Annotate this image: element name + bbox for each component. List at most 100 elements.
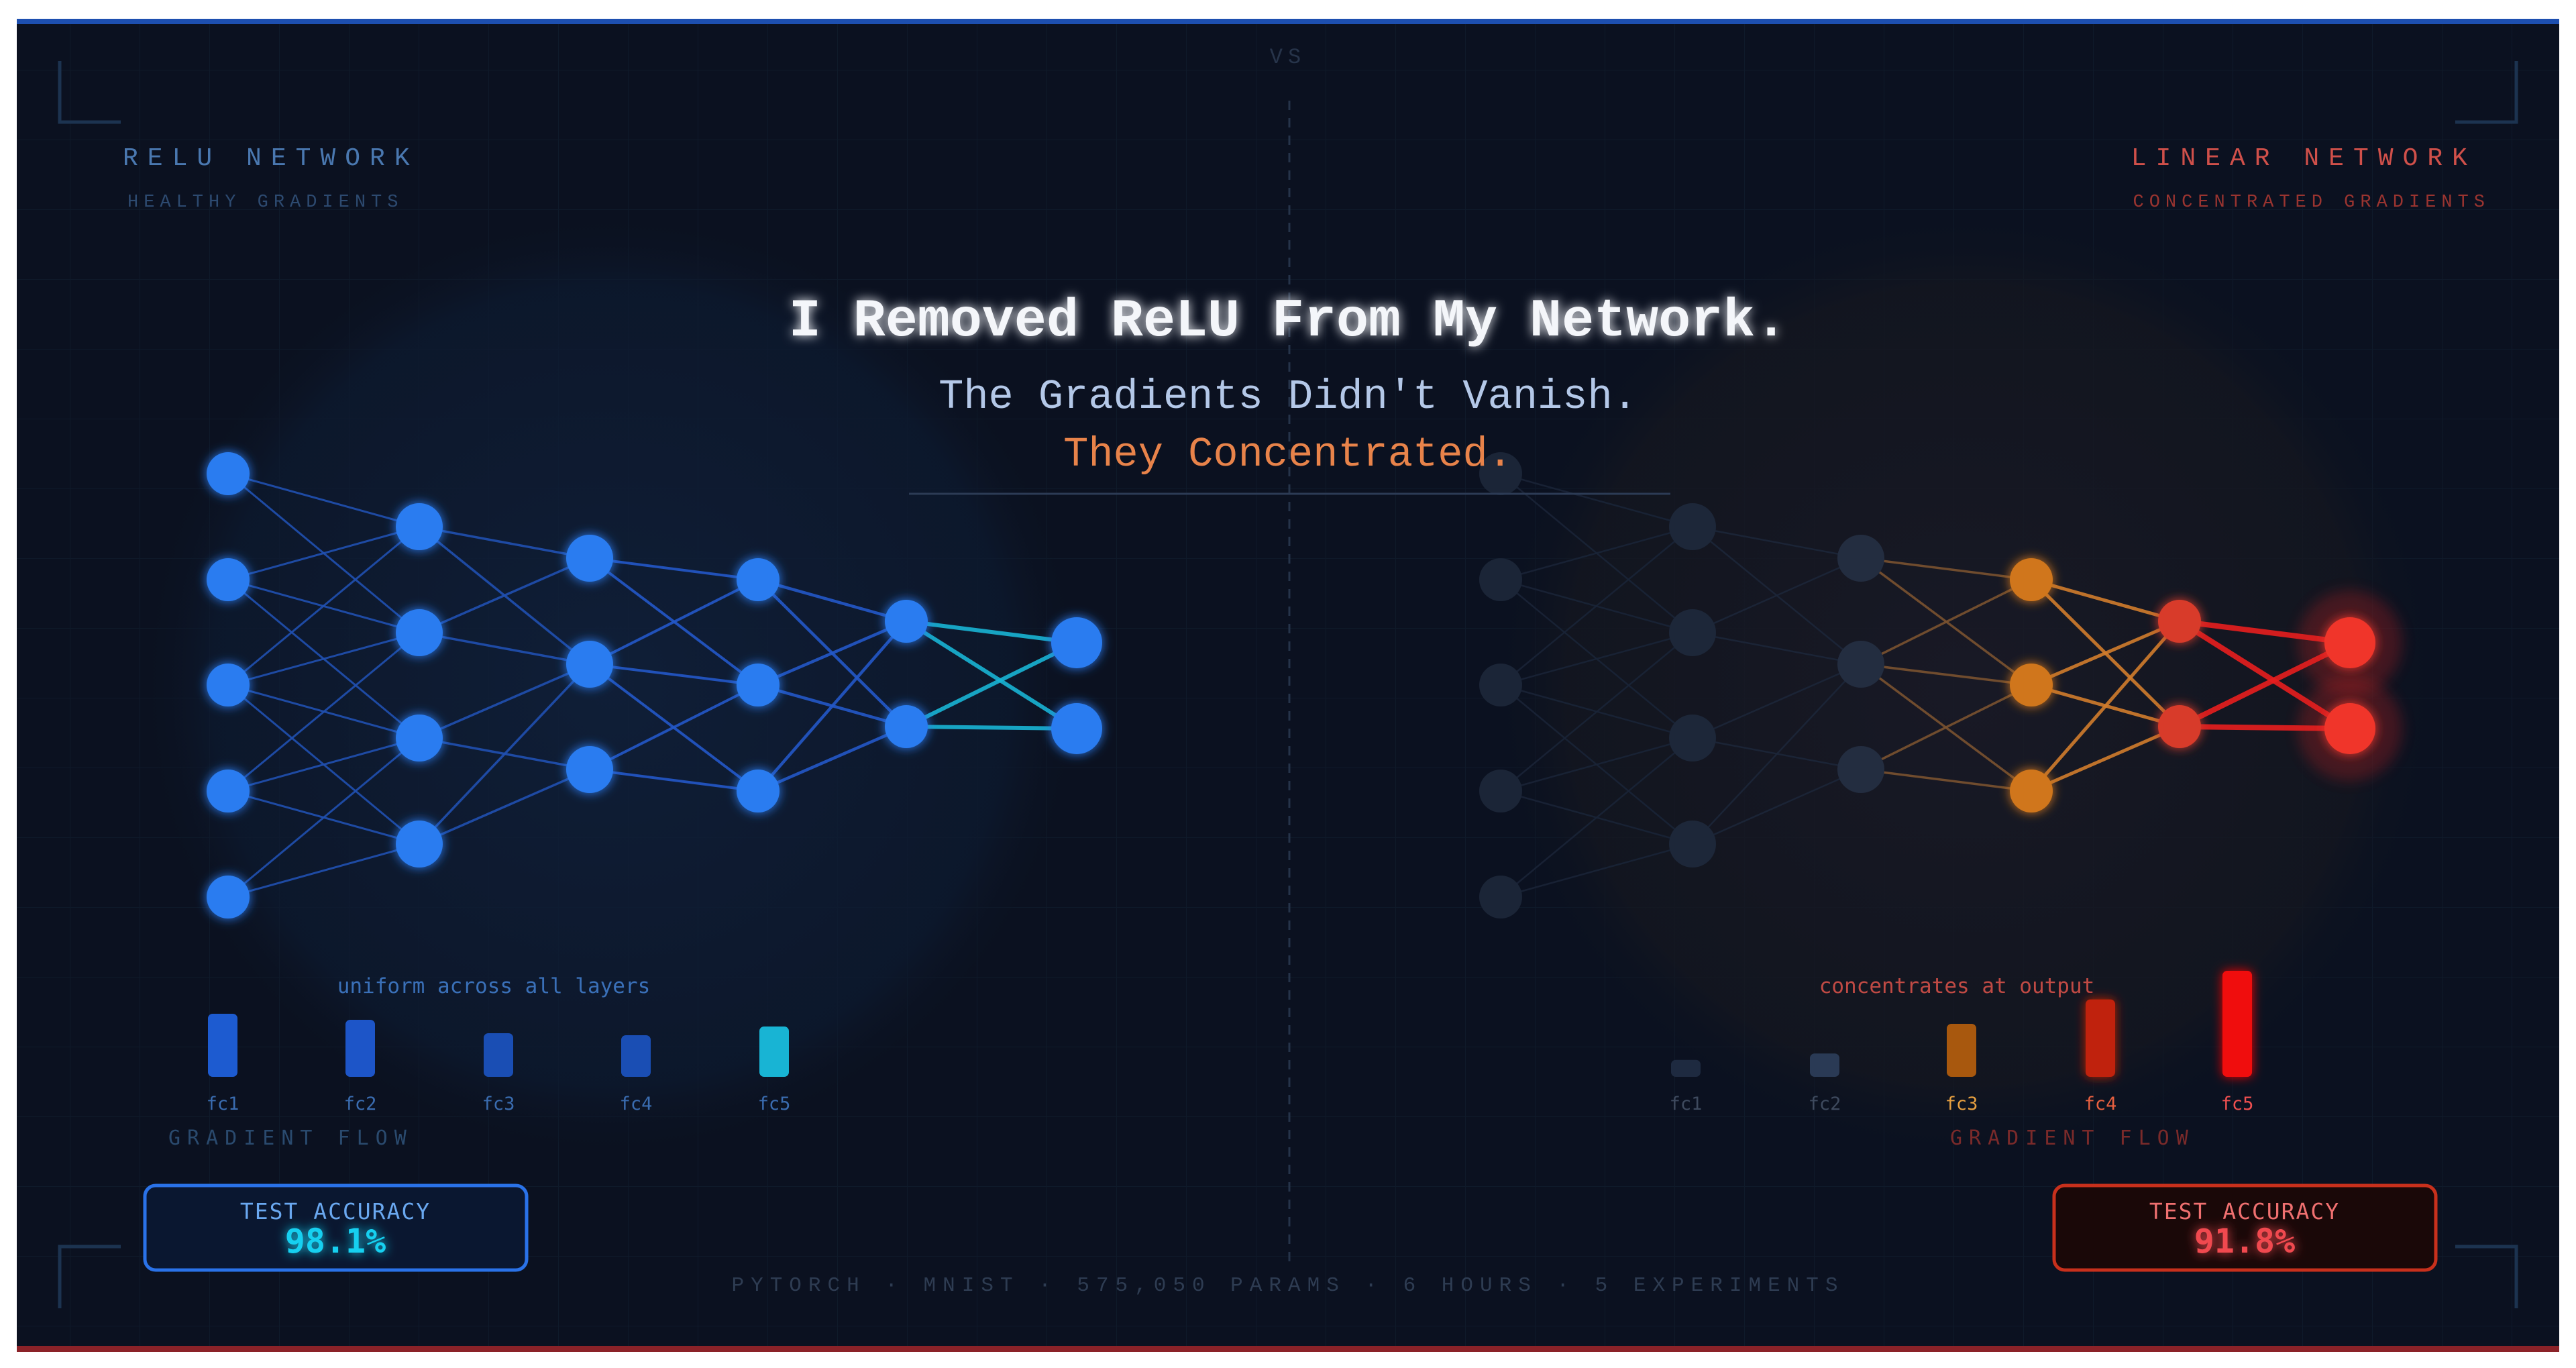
network-edge — [1500, 525, 1693, 581]
linear-network-diagram — [1479, 452, 2402, 918]
relu-network-diagram — [207, 452, 1102, 918]
network-node — [207, 876, 250, 918]
network-node — [2010, 770, 2053, 812]
footer-meta: PYTORCH · MNIST · 575,050 PARAMS · 6 HOU… — [732, 1274, 1845, 1298]
bar-label-fc4: fc4 — [2084, 1094, 2117, 1114]
gradient-bar-fc5 — [759, 1027, 789, 1077]
network-node — [207, 770, 250, 812]
right-subheading: CONCENTRATED GRADIENTS — [2133, 193, 2490, 213]
network-node — [2010, 664, 2053, 706]
network-edge — [418, 663, 591, 845]
network-node — [737, 558, 780, 601]
network-node — [1837, 641, 1884, 688]
network-edge — [2030, 620, 2181, 792]
network-edge — [1500, 526, 1693, 686]
gradient-bar-fc4 — [2086, 999, 2115, 1077]
network-edge — [2031, 619, 2180, 687]
right-accuracy-value: 91.8% — [2194, 1222, 2296, 1261]
bar-label-fc2: fc2 — [344, 1094, 377, 1114]
network-node — [2010, 558, 2053, 601]
network-edge — [1692, 631, 1862, 666]
vs-label: VS — [1270, 45, 1306, 70]
network-edge — [905, 641, 1078, 729]
left-heading: RELU NETWORK — [123, 144, 419, 173]
network-edge — [419, 525, 590, 560]
network-edge — [1500, 737, 1693, 898]
left-gradient-flow-bars: fc1 fc2 fc3 fc4 fc5 — [207, 1014, 791, 1114]
network-edge — [757, 725, 907, 793]
network-node — [2324, 617, 2375, 668]
network-edge — [906, 619, 1077, 645]
network-node — [1479, 770, 1522, 812]
network-node — [1837, 535, 1884, 582]
network-edge — [1692, 664, 1862, 845]
network-node — [1479, 876, 1522, 918]
gradient-bar-fc5 — [2222, 971, 2252, 1077]
network-edge — [227, 631, 420, 686]
network-edge — [227, 525, 420, 581]
network-edge — [1860, 684, 2032, 771]
left-accuracy-value: 98.1% — [285, 1222, 386, 1261]
right-glow-circle — [1496, 215, 2435, 1155]
bar-label-fc4: fc4 — [620, 1094, 653, 1114]
left-gradient-flow-label: GRADIENT FLOW — [168, 1126, 413, 1150]
network-edge — [1860, 663, 2032, 686]
network-node — [396, 503, 443, 550]
corner-bracket-bottom-left — [58, 1245, 121, 1308]
bar-label-fc5: fc5 — [2221, 1094, 2254, 1114]
network-node — [566, 641, 613, 688]
network-edge — [589, 684, 759, 771]
network-edge — [589, 768, 759, 792]
network-edge — [1860, 768, 2032, 792]
network-edge — [757, 619, 907, 687]
network-edge — [419, 663, 590, 739]
network-node — [566, 535, 613, 582]
network-node — [2158, 705, 2201, 748]
network-node — [1479, 558, 1522, 601]
network-node — [885, 600, 928, 643]
bar-label-fc5: fc5 — [758, 1094, 791, 1114]
network-edge — [757, 620, 908, 792]
network-edge — [1500, 843, 1693, 898]
network-node — [1051, 617, 1102, 668]
bar-label-fc1: fc1 — [207, 1094, 239, 1114]
bar-label-fc3: fc3 — [482, 1094, 515, 1114]
network-node — [885, 705, 928, 748]
network-edge — [589, 557, 759, 581]
network-edge — [1692, 768, 1862, 845]
network-node — [1669, 609, 1716, 656]
network-node — [1669, 503, 1716, 550]
right-heading: LINEAR NETWORK — [2131, 144, 2477, 173]
right-accuracy-card: TEST ACCURACY 91.8% — [2052, 1183, 2438, 1272]
right-gradient-flow-label: GRADIENT FLOW — [1950, 1126, 2195, 1150]
left-accuracy-label: TEST ACCURACY — [240, 1198, 431, 1224]
network-edge — [227, 472, 420, 528]
network-edge — [757, 578, 907, 623]
bar-label-fc2: fc2 — [1809, 1094, 1841, 1114]
network-edge — [1860, 578, 2032, 666]
gradient-bar-fc2 — [1810, 1053, 1839, 1077]
network-edge — [227, 737, 420, 792]
network-node — [2158, 600, 2201, 643]
network-node — [1669, 821, 1716, 867]
network-edge — [1692, 525, 1862, 560]
left-subheading: HEALTHY GRADIENTS — [127, 193, 403, 213]
left-accuracy-card: TEST ACCURACY 98.1% — [143, 1183, 529, 1272]
right-accuracy-label: TEST ACCURACY — [2149, 1198, 2340, 1224]
corner-bracket-top-left — [58, 61, 121, 124]
bar-label-fc1: fc1 — [1670, 1094, 1703, 1114]
network-node — [396, 609, 443, 656]
network-edge — [227, 737, 420, 898]
network-edge — [419, 768, 590, 845]
network-edge — [2031, 578, 2180, 623]
network-edge — [419, 631, 590, 666]
left-gradient-note: uniform across all layers — [337, 974, 651, 998]
gradient-bar-fc3 — [484, 1033, 513, 1077]
network-edge — [589, 578, 759, 666]
network-edge — [227, 525, 420, 686]
corner-bracket-bottom-right — [2455, 1245, 2518, 1308]
network-edge — [1500, 631, 1693, 686]
network-node — [566, 746, 613, 793]
